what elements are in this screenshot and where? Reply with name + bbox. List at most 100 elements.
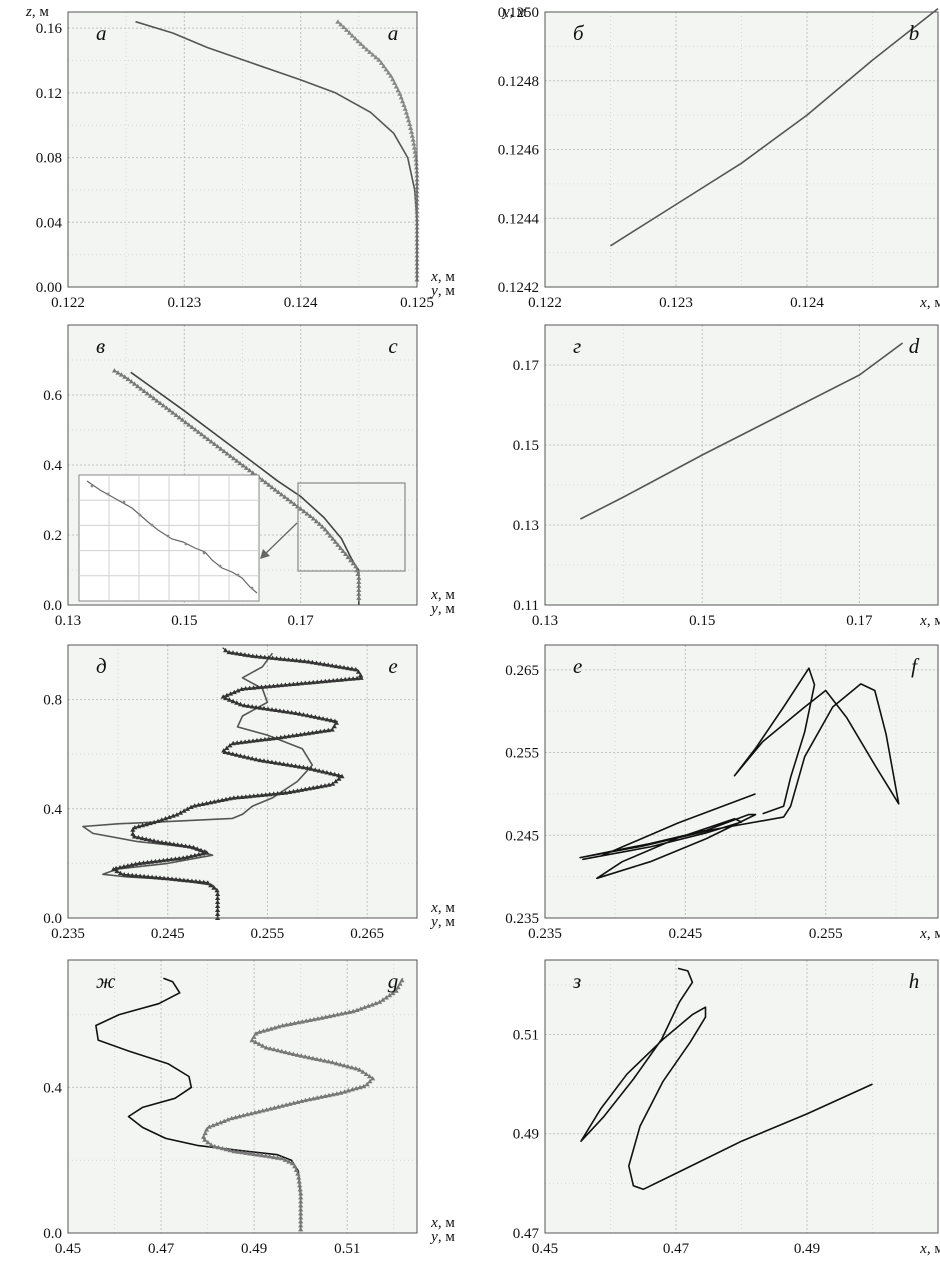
data-point-marker <box>291 501 297 506</box>
data-point-marker <box>227 743 233 748</box>
data-point-marker <box>298 506 304 511</box>
data-point-marker <box>257 757 263 763</box>
data-point-marker <box>338 677 344 682</box>
data-point-marker <box>361 1083 367 1089</box>
data-point-marker <box>130 831 136 836</box>
data-point-marker <box>349 1065 355 1070</box>
x-axis-label: x, м <box>919 1241 940 1257</box>
data-point-marker <box>332 539 338 544</box>
data-point-marker <box>298 732 304 737</box>
data-point-marker <box>326 1092 332 1098</box>
y-tick-label: 0.245 <box>505 828 539 844</box>
data-point-marker <box>262 684 269 689</box>
y-tick-label: 0.4 <box>43 458 62 474</box>
data-point-marker <box>181 877 187 883</box>
data-point-marker <box>259 1152 265 1158</box>
data-point-marker <box>220 694 226 699</box>
x-axis-label: x, м <box>919 295 940 311</box>
data-point-marker <box>226 750 232 755</box>
panel-label-ru: г <box>573 334 581 358</box>
data-point-marker <box>173 876 179 882</box>
data-point-marker <box>254 737 260 743</box>
panel-label-en: h <box>909 969 920 993</box>
data-point-marker <box>189 878 195 883</box>
data-point-marker <box>370 1076 376 1081</box>
data-point-marker <box>177 810 184 815</box>
data-point-marker <box>144 859 151 865</box>
y-tick-label: 0.51 <box>513 1027 539 1043</box>
data-point-marker <box>367 1078 373 1084</box>
axis-var: x <box>430 269 438 285</box>
data-point-marker <box>221 448 227 454</box>
data-point-marker <box>302 786 308 792</box>
data-point-marker <box>358 675 364 680</box>
x-axis-label: x, м <box>430 900 455 916</box>
data-point-marker <box>266 736 272 741</box>
data-point-marker <box>356 583 362 588</box>
x-axis-label: y, м <box>429 914 455 930</box>
data-point-marker <box>312 714 318 719</box>
panel-label-en: d <box>909 334 920 358</box>
data-point-marker <box>287 789 293 794</box>
data-point-marker <box>204 1127 210 1132</box>
data-point-marker <box>326 678 332 683</box>
data-point-marker <box>170 410 176 415</box>
y-tick-label: 0.8 <box>43 693 62 709</box>
data-point-marker <box>344 27 350 32</box>
data-point-marker <box>265 706 271 711</box>
data-point-marker <box>380 997 386 1002</box>
data-point-marker <box>258 654 264 659</box>
zoom-region-box <box>297 482 406 572</box>
data-point-marker <box>352 36 358 41</box>
data-point-marker <box>395 87 401 93</box>
data-point-marker <box>355 571 361 576</box>
x-tick-label: 0.47 <box>663 1241 690 1257</box>
data-point-marker <box>136 860 143 866</box>
data-point-marker <box>128 379 134 384</box>
y-tick-label: 0.235 <box>505 911 539 927</box>
y-tick-label: 0.255 <box>505 746 539 762</box>
data-point-marker <box>314 1056 320 1061</box>
data-point-marker <box>260 1028 266 1033</box>
data-point-marker <box>404 114 411 119</box>
axis-unit: , м <box>927 926 940 942</box>
inset-marker <box>90 484 94 488</box>
data-point-marker <box>179 842 185 848</box>
data-point-marker <box>300 712 307 717</box>
y-tick-label: 0.12 <box>36 86 62 102</box>
data-point-marker <box>330 536 336 541</box>
data-point-marker <box>263 792 269 797</box>
y-tick-label: 0.4 <box>43 802 62 818</box>
data-point-marker <box>318 1094 324 1099</box>
data-point-marker <box>224 692 230 698</box>
data-point-marker <box>338 22 344 27</box>
data-point-marker <box>270 655 276 660</box>
inset-marker <box>202 551 206 555</box>
data-point-marker <box>342 676 348 682</box>
data-point-marker <box>215 907 221 912</box>
data-point-marker <box>189 424 195 429</box>
data-point-marker <box>277 760 283 766</box>
data-point-marker <box>252 1039 259 1044</box>
data-point-marker <box>361 1004 368 1010</box>
data-point-marker <box>166 814 172 820</box>
data-point-marker <box>399 98 406 104</box>
x-tick-label: 0.13 <box>55 613 81 629</box>
data-point-marker <box>221 748 227 753</box>
data-point-marker <box>381 63 387 69</box>
plot-area <box>545 325 938 605</box>
inset-marker <box>138 513 142 517</box>
data-point-marker <box>235 1149 241 1154</box>
data-point-marker <box>333 778 339 784</box>
data-point-marker <box>133 861 139 866</box>
data-point-marker <box>258 684 265 689</box>
data-point-marker <box>230 740 236 746</box>
data-point-marker <box>190 844 197 850</box>
data-point-marker <box>226 649 232 655</box>
data-point-marker <box>263 1153 269 1158</box>
data-point-marker <box>314 1095 320 1100</box>
data-point-marker <box>179 417 185 422</box>
data-point-marker <box>216 1144 222 1150</box>
data-point-marker <box>237 753 244 758</box>
